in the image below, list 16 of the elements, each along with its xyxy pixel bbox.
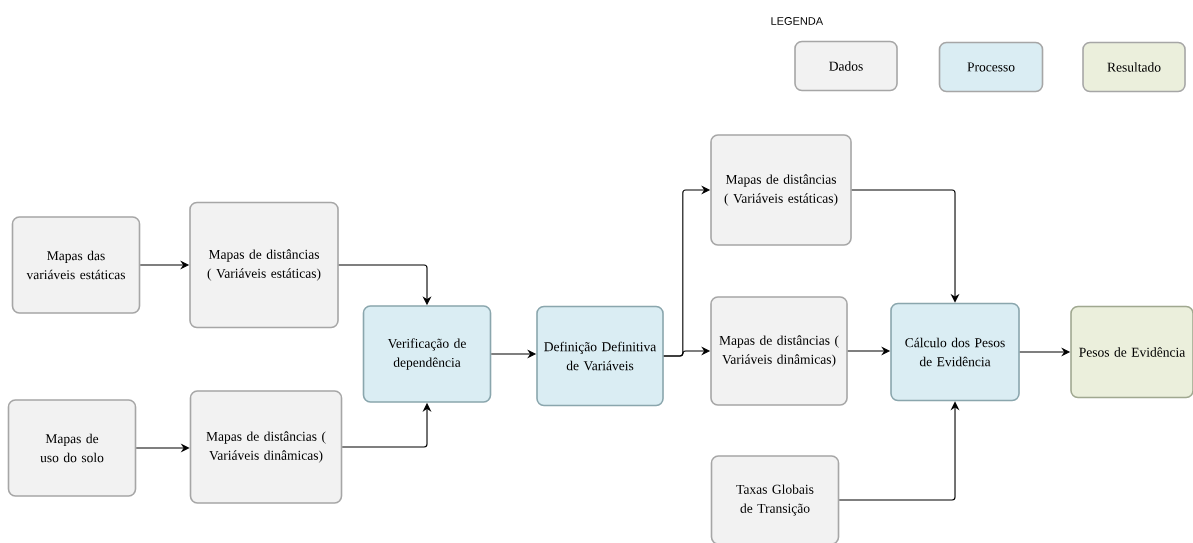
arrow	[851, 189, 960, 303]
result-box: Pesos de Evidência	[1070, 305, 1193, 399]
process-box: Verificação de dependência	[362, 305, 492, 403]
legend-box: Dados	[794, 40, 898, 92]
data-box: Taxas Globais de Transição	[710, 455, 840, 543]
process-box: Cálculo dos Pesos de Evidência	[890, 302, 1020, 402]
data-box: Mapas de distâncias ( Variáveis dinâmicas)	[710, 296, 848, 406]
data-box: Mapas de distâncias ( Variáveis estáticas)	[710, 134, 852, 246]
data-box: Mapas das variáveis estáticas	[11, 216, 141, 314]
data-box: Mapas de distâncias ( Variáveis estáticas)	[189, 201, 339, 329]
data-box: Mapas de distâncias ( Variáveis dinâmicas)	[189, 390, 343, 504]
data-box: Mapas de uso do solo	[7, 399, 137, 497]
process-box: Definição Definitiva de Variáveis	[536, 305, 664, 407]
legend-heading: LEGENDA	[771, 17, 824, 25]
legend-box: Processo	[938, 41, 1044, 93]
legend-box: Resultado	[1082, 41, 1186, 93]
